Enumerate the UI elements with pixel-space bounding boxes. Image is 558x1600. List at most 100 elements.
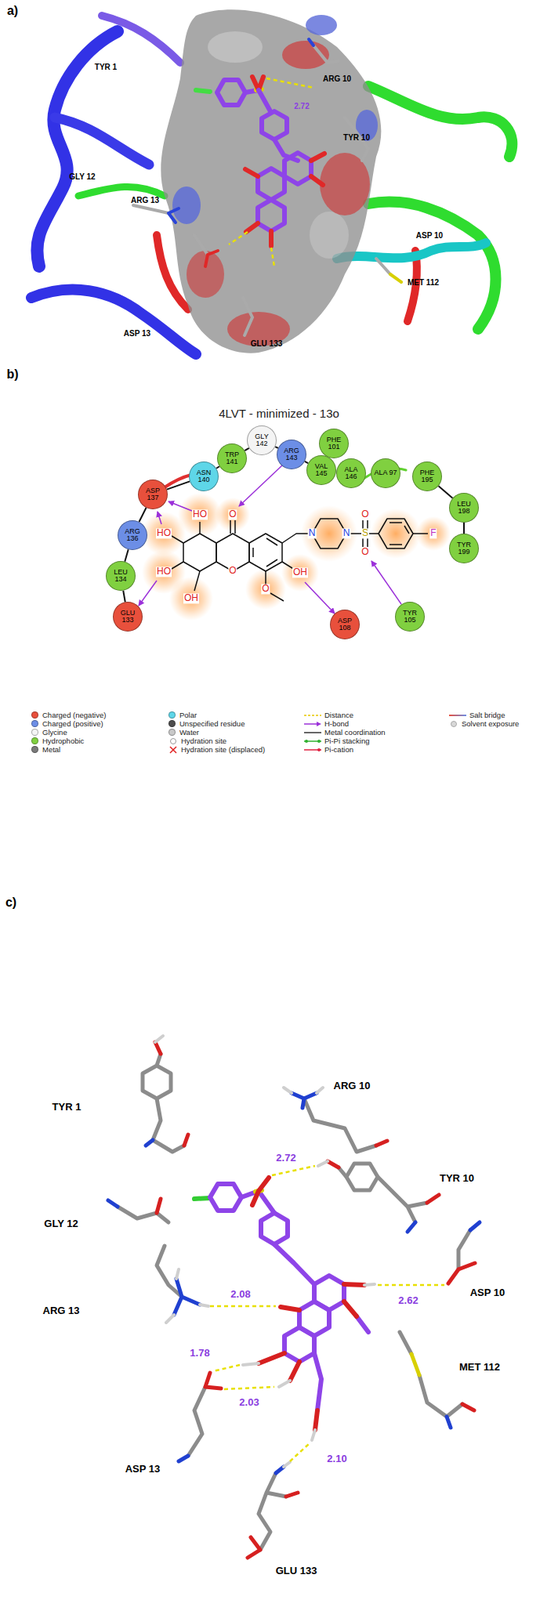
residue-label: ARG 13 — [43, 1305, 80, 1317]
atom-label: F — [429, 528, 437, 539]
legend-item: Metal coordination — [304, 728, 386, 737]
legend-item: Distance — [304, 710, 354, 720]
residue-label: TYR 1 — [94, 62, 117, 72]
panel-label: a) — [7, 3, 19, 19]
residue-circle: ALA 146 — [336, 458, 366, 489]
ligand-sticks — [194, 1198, 211, 1200]
atom-label: O — [228, 565, 237, 577]
ligand-sticks — [210, 1184, 369, 1411]
ligand-structure — [253, 538, 278, 567]
protein-surface — [319, 152, 370, 216]
residue-sticks — [448, 1263, 475, 1284]
legend-text: Unspecified residue — [179, 719, 245, 729]
legend-sample — [304, 737, 322, 746]
residue-sticks — [173, 1279, 200, 1316]
solvent-exposure — [300, 505, 358, 562]
h-bond-arrow — [138, 580, 157, 606]
residue-sticks — [108, 1093, 480, 1474]
residue-sticks — [304, 1098, 377, 1153]
ligand-sticks — [195, 76, 325, 247]
legend-sample — [170, 746, 177, 754]
residue-circle: ARG 136 — [117, 520, 148, 551]
legend-sample — [168, 737, 178, 746]
residue-name: ALA 97 — [373, 469, 398, 477]
residue-sticks — [166, 1269, 209, 1323]
residue-label: TYR 1 — [52, 1101, 82, 1113]
residue-label: ASP 13 — [125, 1463, 161, 1475]
ligand-structure — [171, 521, 200, 591]
ligand-sticks — [195, 90, 211, 92]
residue-circle: LEU 134 — [105, 561, 136, 591]
ligand-sticks — [252, 1177, 269, 1206]
legend-item: Charged (negative) — [31, 710, 106, 720]
solvent-exposure — [141, 492, 451, 621]
solvent-exposure — [245, 568, 287, 610]
atom-label: OH — [292, 567, 308, 578]
residue-circle: GLY 142 — [246, 425, 277, 456]
residue-name: ASP 108 — [333, 617, 357, 633]
atom-label: S — [361, 528, 370, 539]
residue-label: ASP 10 — [470, 1287, 506, 1299]
backbone-line — [244, 448, 249, 451]
ligand-sticks — [314, 1316, 369, 1411]
legend-sample — [304, 739, 308, 743]
residue-name: TYR 105 — [398, 609, 422, 625]
legend-sample — [168, 746, 178, 754]
solvent-exposure — [215, 497, 251, 533]
residue-sticks — [155, 1042, 475, 1559]
residue-circle: PHE 101 — [318, 428, 349, 459]
residue-name: PHE 101 — [322, 436, 346, 452]
ligand-sticks — [242, 1284, 375, 1441]
legend-item: Polar — [168, 710, 197, 720]
residue-sticks — [411, 1354, 420, 1376]
legend-item: Charged (positive) — [31, 719, 104, 729]
ligand-sticks — [217, 79, 246, 106]
protein-ribbon — [368, 86, 512, 157]
residue-name: ASP 137 — [141, 487, 165, 503]
protein-surface — [172, 186, 201, 225]
h-bond-arrow — [138, 465, 402, 614]
atom-label: O — [360, 509, 370, 520]
legend-item: Solvent exposure — [449, 719, 519, 729]
residue-name: ARG 143 — [279, 447, 304, 463]
atom-label: HO — [192, 509, 208, 520]
legend-sample — [304, 731, 322, 734]
legend-swatch — [31, 720, 39, 728]
residue-sticks — [156, 1199, 161, 1214]
residue-sticks — [283, 1462, 290, 1468]
residue-label: ARG 10 — [333, 1080, 371, 1092]
residue-sticks — [377, 1177, 428, 1223]
residue-circle: ASP 137 — [137, 479, 168, 510]
legend-text: Hydration site (displaced) — [181, 745, 265, 754]
panel-label: b) — [6, 367, 19, 382]
residue-sticks — [155, 1036, 328, 1468]
residue-sticks — [145, 1140, 153, 1146]
ligand-structure — [171, 518, 428, 602]
residue-sticks — [178, 1456, 189, 1462]
legend-sample — [304, 714, 322, 717]
protein-ribbon — [54, 117, 149, 165]
atom-label: O — [228, 509, 237, 520]
ligand-structure — [230, 520, 236, 534]
diagram-title: 4LVT - minimized - 13o — [218, 407, 340, 421]
legend-sample — [449, 714, 467, 717]
legend-item: Glycine — [31, 728, 68, 737]
distance-line — [271, 1166, 316, 1176]
backbone-line — [138, 507, 146, 522]
ligand-structure — [311, 518, 347, 549]
protein-ribbon — [368, 201, 497, 330]
legend-sample — [304, 728, 322, 737]
distance-line — [213, 1365, 240, 1372]
residue-sticks — [313, 45, 339, 63]
distance-label: 2.10 — [326, 1453, 347, 1465]
distance-label: 2.62 — [398, 1295, 418, 1307]
ligand-structure — [282, 533, 309, 544]
residue-name: TRP 141 — [220, 451, 244, 467]
legend-swatch — [31, 746, 39, 754]
ligand-sticks — [284, 1327, 315, 1363]
residue-label: TYR 10 — [439, 1173, 475, 1185]
h-bond-arrow — [371, 561, 402, 605]
residue-circle: TYR 105 — [394, 601, 425, 632]
